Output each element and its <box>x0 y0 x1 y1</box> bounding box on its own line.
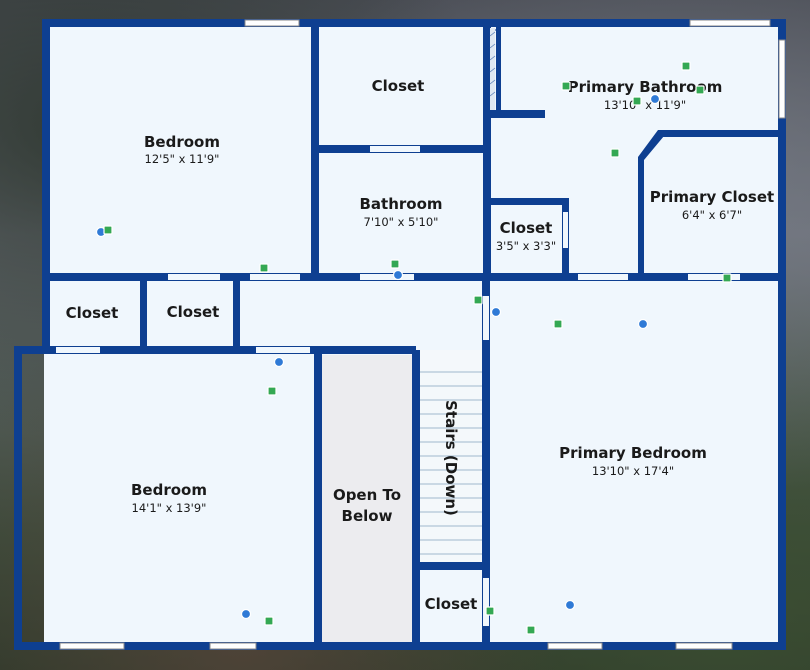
open-to-below-area <box>322 355 416 643</box>
sensor-marker-icon[interactable] <box>610 148 620 158</box>
room-name-primary-bedroom: Primary Bedroom <box>559 444 707 462</box>
sensor-marker-icon[interactable] <box>473 295 483 305</box>
exterior-walls <box>14 19 786 650</box>
sensor-marker-icon[interactable] <box>695 85 705 95</box>
camera-marker-icon[interactable] <box>649 93 661 105</box>
sensor-marker-icon[interactable] <box>632 96 642 106</box>
camera-marker-icon[interactable] <box>240 608 252 620</box>
camera-markers <box>95 93 661 620</box>
room-name-closet-small: Closet <box>500 219 553 237</box>
room-name-closet-left-2: Closet <box>167 303 220 321</box>
room-dims-primary-bedroom: 13'10" x 17'4" <box>592 464 674 478</box>
sensor-marker-icon[interactable] <box>390 259 400 269</box>
camera-marker-icon[interactable] <box>392 269 404 281</box>
sensor-markers <box>103 61 732 635</box>
sensor-marker-icon[interactable] <box>103 225 113 235</box>
camera-marker-icon[interactable] <box>273 356 285 368</box>
sensor-marker-icon[interactable] <box>722 273 732 283</box>
room-name-closet-top: Closet <box>372 77 425 95</box>
room-dims-bedroom-nw: 12'5" x 11'9" <box>145 152 220 166</box>
windows <box>59 19 786 650</box>
camera-marker-icon[interactable] <box>637 318 649 330</box>
sensor-marker-icon[interactable] <box>561 81 571 91</box>
sensor-marker-icon[interactable] <box>267 386 277 396</box>
open-to-below-line1: Open To <box>333 486 401 504</box>
sensor-marker-icon[interactable] <box>264 616 274 626</box>
sensor-marker-icon[interactable] <box>553 319 563 329</box>
room-name-bedroom-sw: Bedroom <box>131 481 207 499</box>
room-dims-primary-bathroom: 13'10" x 11'9" <box>604 98 686 112</box>
room-dims-bedroom-sw: 14'1" x 13'9" <box>132 501 207 515</box>
sensor-marker-icon[interactable] <box>526 625 536 635</box>
camera-marker-icon[interactable] <box>490 306 502 318</box>
shower-hatch <box>489 28 496 110</box>
room-name-bedroom-nw: Bedroom <box>144 133 220 151</box>
camera-marker-icon[interactable] <box>564 599 576 611</box>
door-openings <box>56 146 740 626</box>
sensor-marker-icon[interactable] <box>259 263 269 273</box>
room-dims-closet-small: 3'5" x 3'3" <box>496 239 556 253</box>
room-name-bathroom: Bathroom <box>359 195 442 213</box>
room-name-primary-closet: Primary Closet <box>650 188 774 206</box>
sensor-marker-icon[interactable] <box>681 61 691 71</box>
room-name-closet-bottom: Closet <box>425 595 478 613</box>
room-dims-primary-closet: 6'4" x 6'7" <box>682 208 742 222</box>
open-to-below-line2: Below <box>342 507 393 525</box>
sensor-marker-icon[interactable] <box>485 606 495 616</box>
room-dims-bathroom: 7'10" x 5'10" <box>364 215 439 229</box>
room-name-primary-bathroom: Primary Bathroom <box>568 78 723 96</box>
stairs-label: Stairs (Down) <box>442 400 460 516</box>
stair-treads <box>420 371 484 555</box>
room-name-closet-left-1: Closet <box>66 304 119 322</box>
